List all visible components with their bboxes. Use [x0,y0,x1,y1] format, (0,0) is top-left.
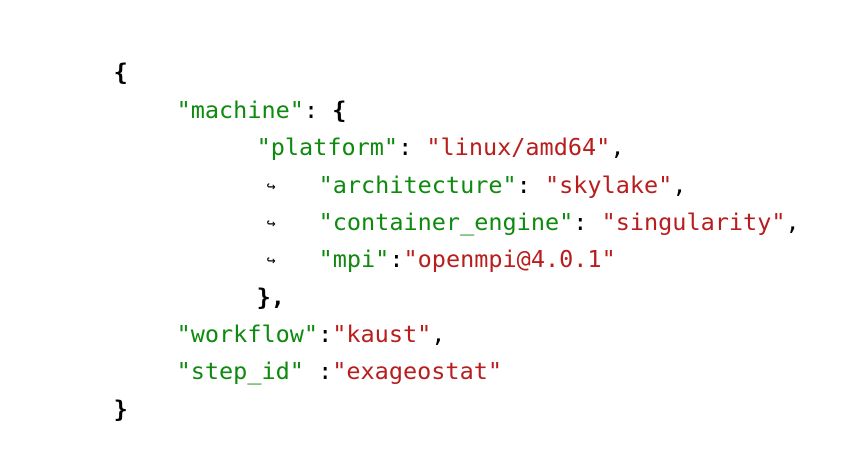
container-engine-colon: : [573,208,602,236]
code-line-1: { [57,17,128,86]
code-line-3: "platform": "linux/amd64", [200,92,625,161]
step-id-key: "step_id" [176,357,304,385]
container-engine-comma: , [785,208,800,236]
workflow-comma: , [431,320,446,348]
workflow-colon: : [318,320,333,348]
mpi-value: "openmpi@4.0.1" [403,245,616,273]
wrap-arrow-icon: ↪ [266,177,276,195]
platform-comma: , [610,133,625,161]
mpi-key: "mpi" [318,245,390,273]
container-engine-key: "container_engine" [318,208,574,236]
platform-key: "platform" [256,133,399,161]
code-line-4: ↪ "architecture": "skylake", [210,130,687,199]
code-line-8: "workflow":"kaust", [120,279,446,348]
platform-colon: : [398,133,427,161]
workflow-value: "kaust" [332,320,432,348]
architecture-value: "skylake" [544,171,673,199]
code-line-2: "machine": { [120,55,347,124]
code-line-7: }, [200,242,285,311]
architecture-key: "architecture" [318,171,517,199]
step-id-colon: : [303,357,333,385]
open-brace: { [113,58,128,86]
wrap-arrow-icon: ↪ [266,251,276,269]
mpi-colon: : [389,245,404,273]
step-id-value: "exageostat" [332,357,503,385]
json-code-block: { "machine": { "platform": "linux/amd64"… [57,17,800,423]
code-line-10: } [57,354,128,423]
wrap-arrow-icon: ↪ [266,214,276,232]
code-line-6: ↪"mpi":"openmpi@4.0.1" [210,204,616,273]
platform-value: "linux/amd64" [426,133,611,161]
architecture-colon: : [516,171,545,199]
code-line-5: ↪ "container_engine": "singularity", [210,167,800,236]
machine-colon: : [303,96,333,124]
code-line-9: "step_id" :"exageostat" [120,316,502,385]
machine-open-brace: { [332,96,347,124]
architecture-comma: , [672,171,687,199]
close-brace: } [113,395,128,423]
workflow-key: "workflow" [176,320,319,348]
machine-key: "machine" [176,96,304,124]
container-engine-value: "singularity" [601,208,786,236]
machine-close-brace: }, [256,283,285,311]
